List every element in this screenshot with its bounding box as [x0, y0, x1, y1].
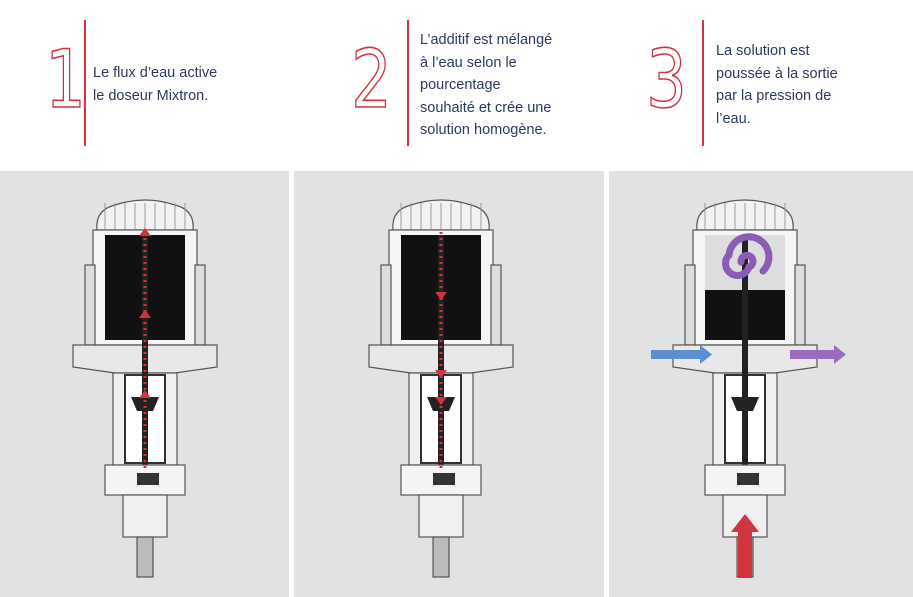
- inlet-arrow-shaft: [651, 350, 701, 359]
- piston-rod: [438, 235, 444, 465]
- outlet-arrow-icon: [834, 345, 846, 364]
- water-arrow-shaft: [738, 530, 752, 578]
- doser-pump: [672, 199, 818, 578]
- collar-window: [737, 473, 759, 485]
- bottom-fitting: [418, 494, 464, 538]
- water-arrow-icon: [731, 514, 759, 532]
- outlet-arrow-shaft: [790, 350, 835, 359]
- dotted-separator: [289, 171, 293, 597]
- divider: [84, 20, 86, 146]
- inlet-arrow-icon: [700, 345, 712, 364]
- collar-window: [433, 473, 455, 485]
- arrow-up-icon: [139, 390, 151, 398]
- collar: [400, 464, 482, 496]
- side-rib: [84, 264, 96, 346]
- side-rib: [684, 264, 696, 346]
- arrow-up-icon: [139, 310, 151, 318]
- swirl-icon: [722, 233, 773, 279]
- step-number: 3: [645, 33, 687, 126]
- side-rib: [794, 264, 806, 346]
- arrow-down-icon: [435, 370, 447, 378]
- side-rib: [490, 264, 502, 346]
- collar: [704, 464, 786, 496]
- piston-rod: [742, 235, 748, 465]
- step-number: 1: [44, 33, 86, 126]
- side-rib: [380, 264, 392, 346]
- arrow-down-icon: [435, 292, 447, 300]
- suction-tube: [136, 536, 154, 578]
- valve: [131, 397, 159, 411]
- arrow-up-icon: [139, 228, 151, 236]
- dotted-separator: [604, 171, 608, 597]
- bottom-fitting: [122, 494, 168, 538]
- side-rib: [194, 264, 206, 346]
- divider: [407, 20, 409, 146]
- arrow-down-icon: [435, 397, 447, 405]
- collar-window: [137, 473, 159, 485]
- valve: [731, 397, 759, 411]
- suction-tube: [432, 536, 450, 578]
- divider: [702, 20, 704, 146]
- step-number: 2: [350, 33, 392, 126]
- piston-rod: [142, 235, 148, 465]
